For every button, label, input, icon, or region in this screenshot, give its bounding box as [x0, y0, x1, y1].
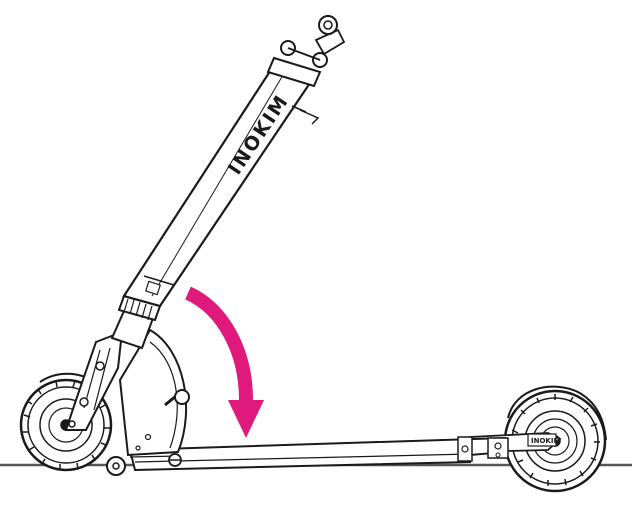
roller-wheel: [106, 456, 126, 476]
hub-label: INOKIM: [531, 437, 560, 445]
rear-fender: [507, 385, 607, 441]
steering-stem: [110, 15, 346, 350]
fold-arrow-icon: [184, 286, 264, 438]
deck: [128, 436, 509, 472]
front-fork: [64, 330, 124, 431]
folding-hinge: [118, 328, 190, 467]
